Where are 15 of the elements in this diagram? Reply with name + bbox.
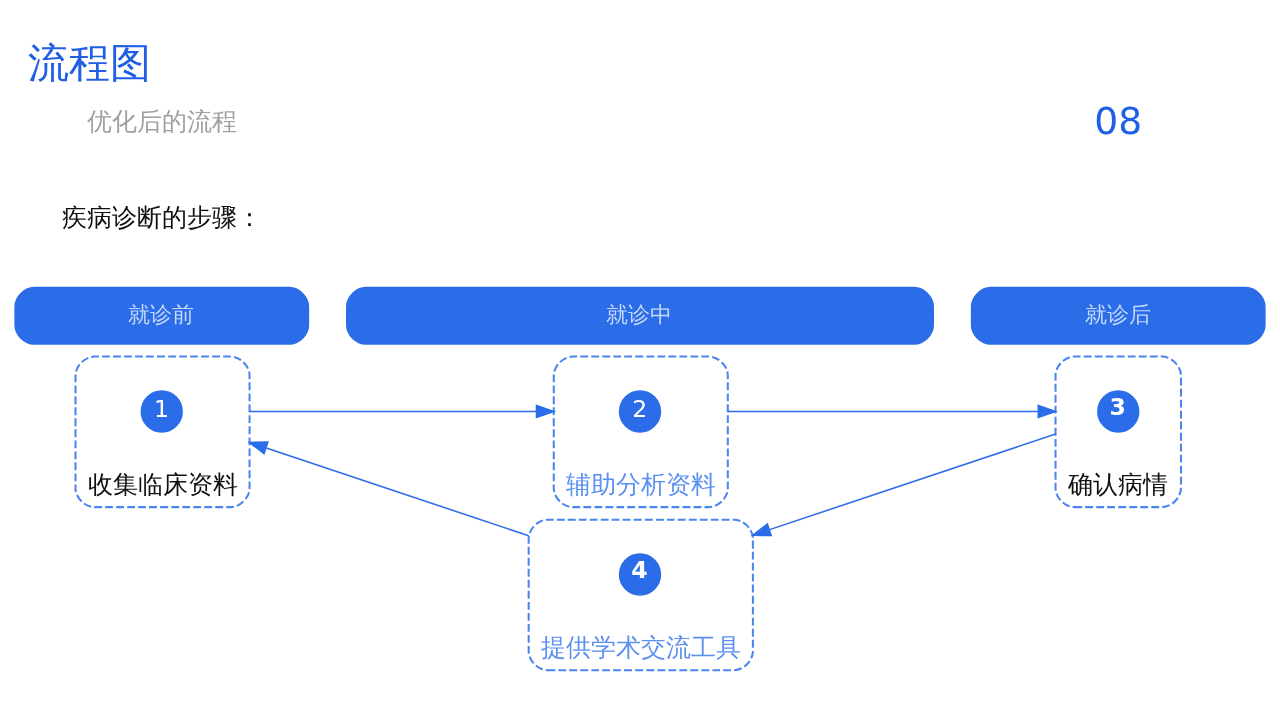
- node-circle: 3: [1097, 389, 1140, 433]
- label: 疾病诊断的步骤：: [61, 202, 262, 232]
- node-circle: 2: [618, 389, 662, 433]
- arrow: [248, 403, 557, 419]
- node-box: 就诊后: [970, 286, 1266, 345]
- node-box: 就诊前: [14, 286, 310, 345]
- node-box: 就诊中: [346, 286, 934, 345]
- arrow: [727, 403, 1058, 419]
- diagram-title: 流程图: [28, 38, 152, 87]
- label: 优化后的流程: [86, 106, 237, 136]
- label: 08: [1094, 98, 1143, 143]
- node-circle: 4: [618, 552, 662, 596]
- arrow: [247, 440, 530, 537]
- node-circle: 1: [140, 389, 183, 433]
- arrow: [750, 432, 1057, 536]
